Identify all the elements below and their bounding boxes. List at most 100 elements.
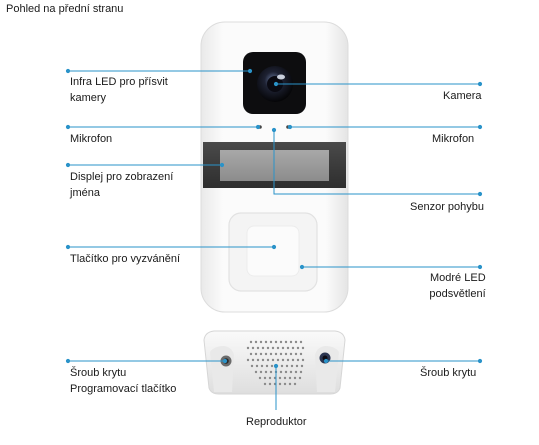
speaker-hole: [249, 340, 253, 344]
label-ir-led-line1: Infra LED pro přísvit: [70, 76, 168, 88]
speaker-hole: [256, 346, 260, 350]
speaker-hole: [255, 364, 259, 368]
speaker-hole: [300, 364, 304, 368]
speaker-hole: [279, 370, 283, 374]
speaker-hole: [264, 352, 268, 356]
speaker-hole: [251, 358, 255, 362]
label-ir-led: Infra LED pro přísvit kamery: [70, 74, 168, 106]
label-cover-screw-right: Šroub krytu: [420, 367, 477, 379]
speaker-hole: [249, 352, 253, 356]
doorbell-bottom-view: [203, 330, 346, 395]
speaker-hole: [259, 352, 263, 356]
speaker-hole: [278, 382, 282, 386]
speaker-hole: [246, 346, 250, 350]
label-camera: Kamera: [443, 90, 482, 102]
label-mic-right: Mikrofon: [432, 133, 475, 145]
label-cover-screw-left: Šroub krytu Programovací tlačítko: [70, 365, 176, 397]
speaker-hole: [283, 382, 287, 386]
speaker-hole: [284, 340, 288, 344]
speaker-hole: [284, 370, 288, 374]
speaker-hole: [293, 382, 297, 386]
speaker-hole: [296, 346, 300, 350]
speaker-hole: [289, 352, 293, 356]
speaker-hole: [254, 370, 258, 374]
label-display-line1: Displej pro zobrazení: [70, 171, 174, 183]
speaker-hole: [291, 358, 295, 362]
speaker-hole: [281, 346, 285, 350]
speaker-hole: [280, 364, 284, 368]
speaker-hole: [259, 340, 263, 344]
speaker-hole: [288, 376, 292, 380]
label-display-line2: jména: [70, 187, 100, 199]
speaker-hole: [286, 358, 290, 362]
label-programming-button: Programovací tlačítko: [70, 383, 177, 395]
label-blue-led: Modré LED podsvětlení: [423, 270, 486, 302]
speaker-hole: [286, 346, 290, 350]
speaker-hole: [296, 358, 300, 362]
speaker-hole: [268, 382, 272, 386]
speaker-hole: [270, 364, 274, 368]
speaker-hole: [264, 340, 268, 344]
speaker-hole: [269, 370, 273, 374]
speaker-hole: [294, 352, 298, 356]
speaker-hole: [284, 352, 288, 356]
speaker-hole: [276, 358, 280, 362]
speaker-grille: [246, 340, 305, 386]
speaker-hole: [266, 346, 270, 350]
speaker-hole: [271, 346, 275, 350]
speaker-hole: [283, 376, 287, 380]
label-display: Displej pro zobrazení jména: [70, 169, 173, 201]
speaker-hole: [299, 340, 303, 344]
speaker-hole: [276, 346, 280, 350]
speaker-hole: [254, 340, 258, 344]
label-ring-button: Tlačítko pro vyzvánění: [70, 253, 181, 265]
speaker-hole: [254, 352, 258, 356]
label-motion-sensor: Senzor pohybu: [410, 201, 484, 213]
speaker-hole: [271, 358, 275, 362]
speaker-hole: [246, 358, 250, 362]
speaker-hole: [281, 358, 285, 362]
speaker-hole: [274, 340, 278, 344]
label-ir-led-line2: kamery: [70, 92, 107, 104]
speaker-hole: [293, 376, 297, 380]
label-cover-screw-left-line1: Šroub krytu: [70, 367, 127, 379]
speaker-hole: [278, 376, 282, 380]
speaker-hole: [279, 352, 283, 356]
speaker-hole: [256, 358, 260, 362]
speaker-hole: [269, 352, 273, 356]
label-mic-left: Mikrofon: [70, 133, 113, 145]
speaker-hole: [265, 364, 269, 368]
speaker-hole: [301, 358, 305, 362]
leader-lines: [65, 68, 483, 410]
speaker-hole: [291, 346, 295, 350]
speaker-hole: [289, 340, 293, 344]
speaker-hole: [260, 364, 264, 368]
label-blue-led-line1: Modré LED: [430, 272, 486, 284]
speaker-hole: [279, 340, 283, 344]
speaker-hole: [250, 364, 254, 368]
speaker-hole: [274, 352, 278, 356]
speaker-hole: [299, 352, 303, 356]
speaker-hole: [299, 370, 303, 374]
speaker-hole: [263, 382, 267, 386]
label-blue-led-line2: podsvětlení: [429, 288, 486, 300]
speaker-hole: [301, 346, 305, 350]
speaker-hole: [298, 376, 302, 380]
speaker-hole: [269, 340, 273, 344]
speaker-hole: [263, 376, 267, 380]
page-title: Pohled na přední stranu: [6, 3, 124, 15]
speaker-hole: [290, 364, 294, 368]
speaker-hole: [289, 370, 293, 374]
speaker-hole: [259, 370, 263, 374]
speaker-hole: [285, 364, 289, 368]
speaker-hole: [258, 376, 262, 380]
speaker-hole: [294, 340, 298, 344]
label-speaker: Reproduktor: [246, 416, 307, 428]
speaker-hole: [261, 358, 265, 362]
speaker-hole: [266, 358, 270, 362]
speaker-hole: [264, 370, 268, 374]
speaker-hole: [288, 382, 292, 386]
speaker-hole: [294, 370, 298, 374]
